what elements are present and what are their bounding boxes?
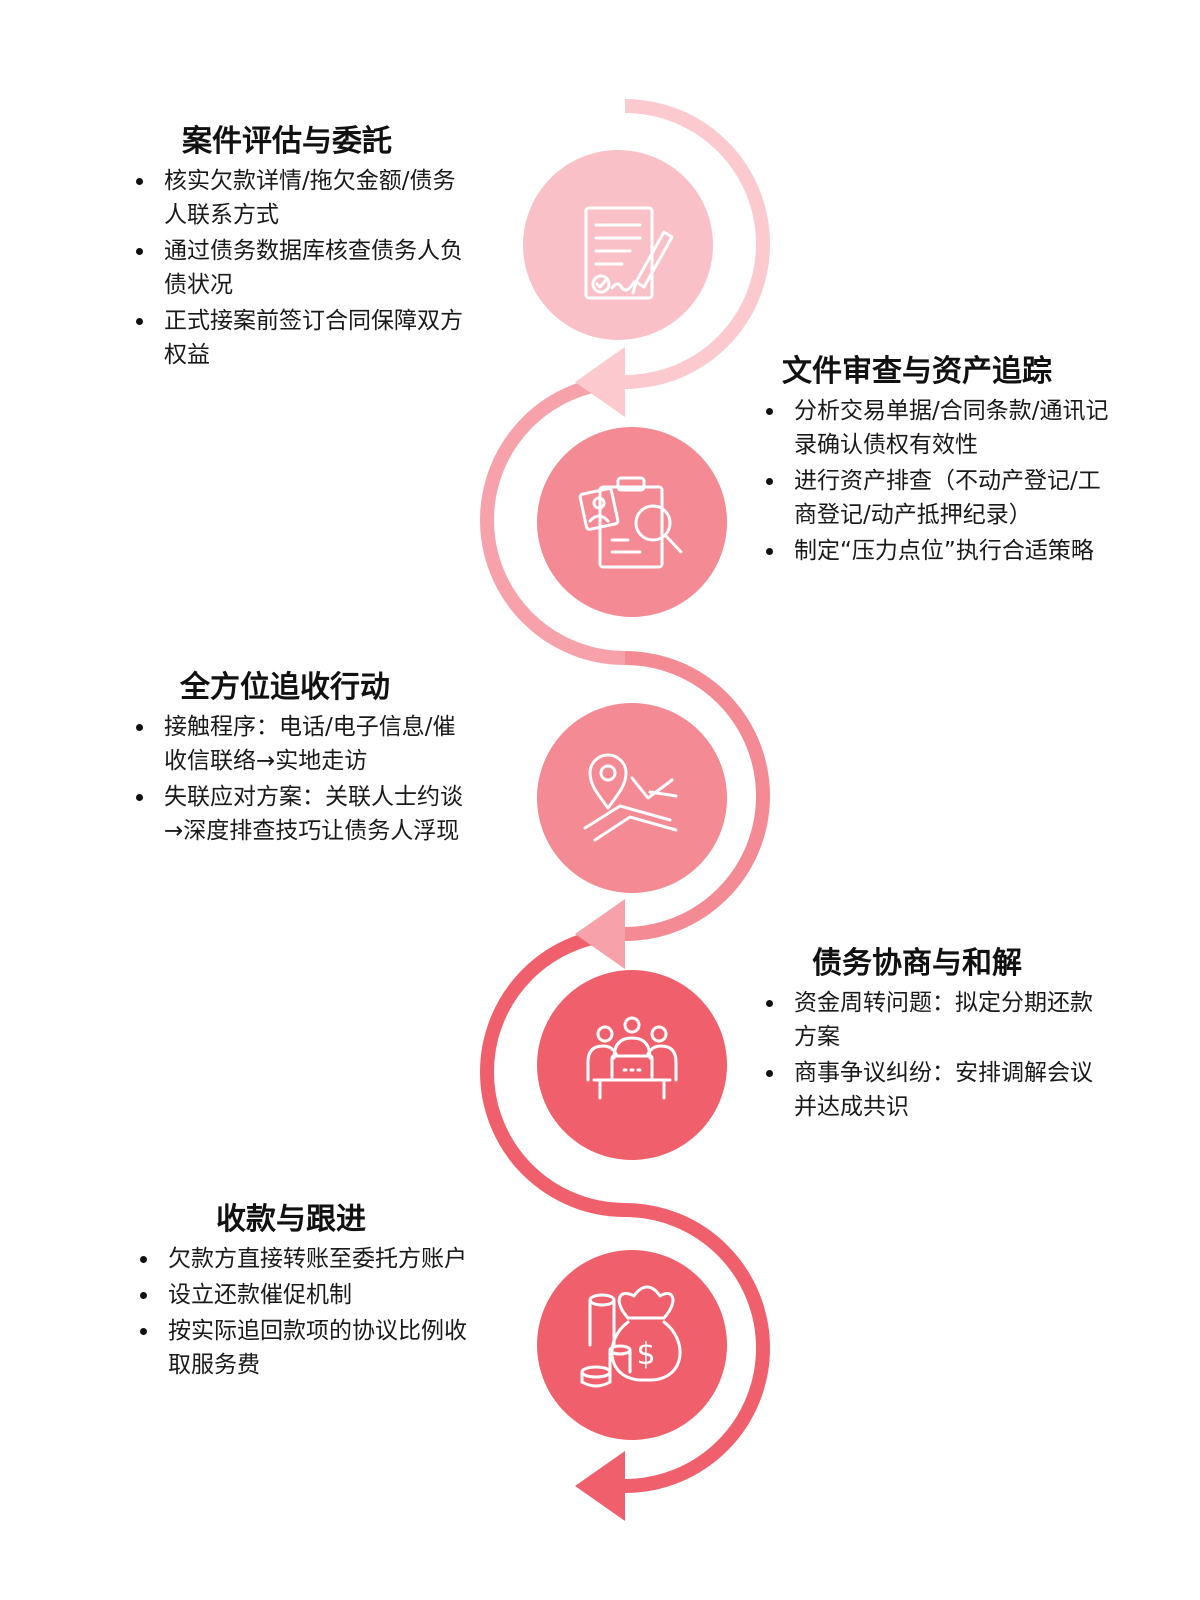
contract-signing-icon	[584, 206, 674, 300]
document-magnifier-icon	[578, 476, 683, 569]
step-1-circle	[523, 150, 713, 340]
svg-text:$: $	[636, 1337, 655, 1372]
step-bullets: 分析交易单据/合同条款/通讯记录确认债权有效性 进行资产排查（不动产登记/工商登…	[760, 394, 1120, 568]
connector-arc-5	[624, 1203, 770, 1493]
list-item: 资金周转问题：拟定分期还款方案	[760, 986, 1100, 1054]
list-item: 进行资产排查（不动产登记/工商登记/动产抵押纪录）	[760, 464, 1120, 532]
arrowhead-2	[575, 899, 625, 969]
step-5-text: 收款与跟进 欠款方直接转账至委托方账户 设立还款催促机制 按实际追回款项的协议比…	[134, 1200, 474, 1384]
arrowhead-3	[575, 1451, 625, 1521]
list-item: 制定“压力点位”执行合适策略	[760, 534, 1120, 568]
list-item: 失联应对方案：关联人士约谈→深度排查技巧让债务人浮现	[130, 780, 470, 848]
step-title: 收款与跟进	[216, 1202, 366, 1237]
step-4-circle	[537, 970, 727, 1160]
step-title: 案件评估与委託	[182, 124, 392, 159]
step-1-text: 案件评估与委託 核实欠款详情/拖欠金额/债务人联系方式 通过债务数据库核查债务人…	[130, 122, 470, 374]
list-item: 核实欠款详情/拖欠金额/债务人联系方式	[130, 164, 470, 232]
list-item: 设立还款催促机制	[134, 1278, 474, 1312]
money-bag-icon: $	[580, 1285, 682, 1388]
list-item: 商事争议纠纷：安排调解会议并达成共识	[760, 1056, 1100, 1124]
step-5-circle	[537, 1250, 727, 1440]
list-item: 按实际追回款项的协议比例收取服务费	[134, 1314, 474, 1382]
step-bullets: 资金周转问题：拟定分期还款方案 商事争议纠纷：安排调解会议并达成共识	[760, 986, 1100, 1124]
step-2-circle	[537, 427, 727, 617]
connector-arc-3	[624, 651, 770, 941]
step-2-text: 文件审查与资产追踪 分析交易单据/合同条款/通讯记录确认债权有效性 进行资产排查…	[760, 352, 1120, 570]
connector-arc-4	[480, 927, 626, 1217]
step-3-text: 全方位追收行动 接触程序：电话/电子信息/催收信联络→实地走访 失联应对方案：关…	[130, 668, 470, 850]
connector-arc-1	[624, 99, 770, 389]
list-item: 正式接案前签订合同保障双方权益	[130, 304, 470, 372]
connector-arc-2	[480, 375, 626, 665]
step-title: 文件审查与资产追踪	[782, 354, 1052, 389]
list-item: 分析交易单据/合同条款/通讯记录确认债权有效性	[760, 394, 1120, 462]
meeting-table-icon	[586, 1016, 678, 1100]
step-bullets: 欠款方直接转账至委托方账户 设立还款催促机制 按实际追回款项的协议比例收取服务费	[134, 1242, 474, 1382]
map-location-icon	[583, 753, 678, 842]
list-item: 通过债务数据库核查债务人负债状况	[130, 234, 470, 302]
step-bullets: 核实欠款详情/拖欠金额/债务人联系方式 通过债务数据库核查债务人负债状况 正式接…	[130, 164, 470, 372]
list-item: 欠款方直接转账至委托方账户	[134, 1242, 474, 1276]
step-bullets: 接触程序：电话/电子信息/催收信联络→实地走访 失联应对方案：关联人士约谈→深度…	[130, 710, 470, 848]
list-item: 接触程序：电话/电子信息/催收信联络→实地走访	[130, 710, 470, 778]
arrowhead-1	[575, 347, 625, 417]
step-title: 债务协商与和解	[812, 946, 1022, 981]
step-4-text: 债务协商与和解 资金周转问题：拟定分期还款方案 商事争议纠纷：安排调解会议并达成…	[760, 944, 1100, 1126]
step-title: 全方位追收行动	[180, 670, 390, 705]
step-3-circle	[537, 703, 727, 893]
